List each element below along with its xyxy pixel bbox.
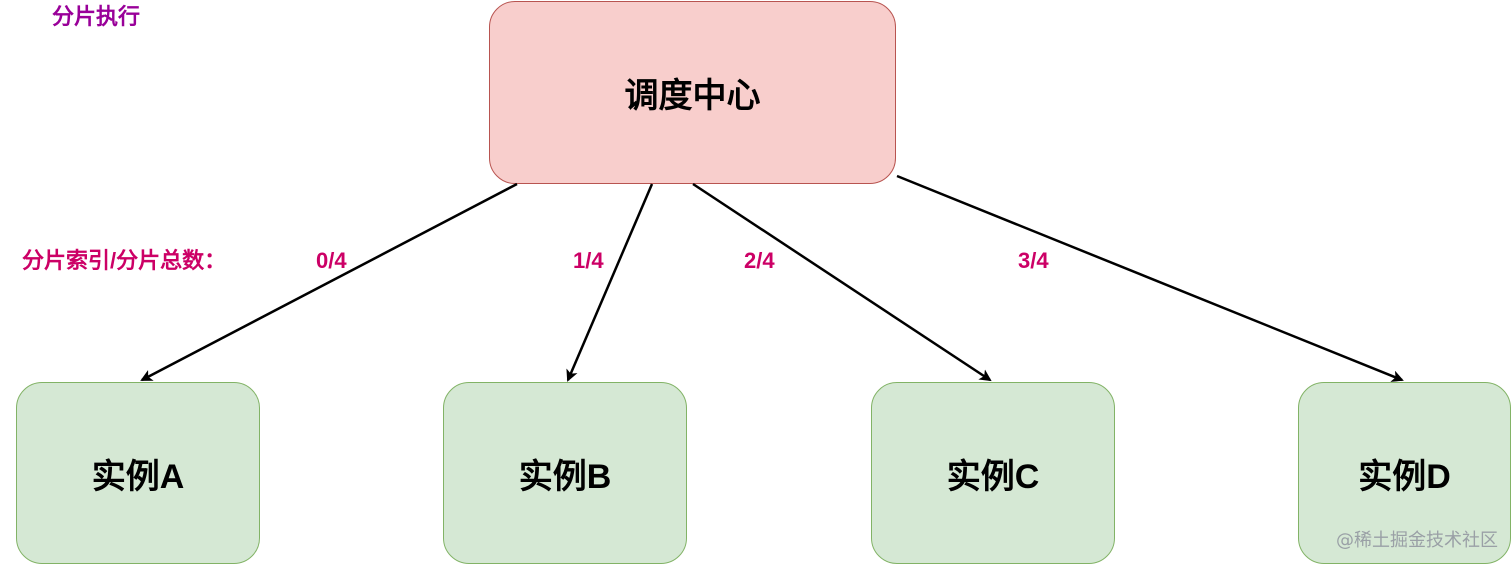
scheduler-label: 调度中心 [624,77,761,115]
scheduler-node: 调度中心 [489,1,896,184]
shard-index-label: 分片索引/分片总数： [22,248,227,273]
shard-fraction-d: 3/4 [1018,248,1049,273]
instance-label-d: 实例D [1358,457,1451,496]
instance-label-c: 实例C [946,457,1040,496]
shard-fraction-a: 0/4 [316,248,347,273]
arrow-to-instance-a [140,182,518,382]
arrow-to-instance-d [896,174,1404,382]
shard-fraction-b: 1/4 [573,248,604,273]
instance-label-b: 实例B [518,457,612,496]
instance-node-b: 实例B [443,382,687,564]
diagram-title: 分片执行 [52,4,141,29]
instance-node-c: 实例C [871,382,1115,564]
arrow-to-instance-c [692,182,992,382]
shard-fraction-c: 2/4 [744,248,775,273]
arrow-to-instance-b [566,183,654,382]
instance-node-a: 实例A [16,382,260,564]
watermark: @稀土掘金技术社区 [1336,530,1498,551]
instance-label-a: 实例A [91,457,185,496]
instance-node-d: 实例D [1298,382,1511,564]
